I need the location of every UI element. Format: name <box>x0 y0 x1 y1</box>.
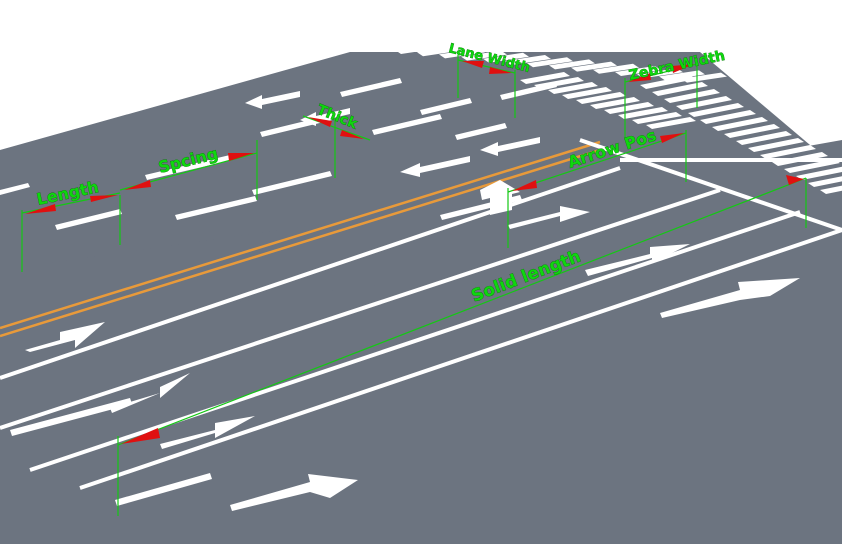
zebra-stripe <box>808 176 842 187</box>
dimension-arrow-icon <box>628 73 651 82</box>
zebra-stripe <box>590 97 640 109</box>
zebra-stripe <box>527 57 573 68</box>
zebra-stripe <box>618 107 668 119</box>
zebra-stripe <box>712 117 768 131</box>
zebra-stripe <box>784 159 840 173</box>
zebra-stripe <box>549 59 595 70</box>
lane-dashes-upper <box>0 78 557 230</box>
zebra-stripe <box>505 55 551 65</box>
zebra-stripe <box>724 124 780 138</box>
stop-line <box>579 138 842 232</box>
dimension-arrow-icon <box>340 130 364 139</box>
zebra-stripe <box>659 70 705 81</box>
dimension-arrow-icon <box>124 180 151 190</box>
zebra-stripe <box>483 52 529 63</box>
zebra-stripe <box>632 112 682 124</box>
zebra-stripe <box>760 145 816 159</box>
zebra-stripe <box>571 61 617 72</box>
zebra-crossing <box>395 44 842 194</box>
dimension-arrow-icon <box>672 64 694 73</box>
zebra-stripe <box>395 44 441 54</box>
road-edge-overlap <box>0 150 842 330</box>
dimension-arrow-icon <box>489 67 512 74</box>
zebra-stripe <box>664 89 720 103</box>
dimension-arrow-icon <box>660 133 684 143</box>
zebra-stripe <box>562 87 612 99</box>
dimension-arrow-icon <box>462 61 484 68</box>
zebra-stripe <box>576 92 626 104</box>
zebra-stripe <box>640 75 696 89</box>
zebra-stripe <box>646 117 696 129</box>
lane-arrows-main <box>25 180 800 511</box>
zebra-stripe <box>820 185 842 194</box>
zebra-stripe <box>796 166 842 180</box>
dimension-arrow-icon <box>308 117 332 127</box>
zebra-stripe <box>652 82 708 96</box>
zebra-stripe <box>748 138 804 152</box>
dimension-arrows <box>25 61 804 444</box>
zebra-stripe <box>681 72 727 83</box>
zebra-stripe <box>604 102 654 114</box>
dimension-arrow-icon <box>90 195 118 202</box>
dimension-arrow-icon <box>512 180 537 191</box>
zebra-stripe <box>548 82 598 94</box>
zebra-stripe <box>593 63 639 74</box>
zebra-stripe <box>688 103 744 117</box>
zebra-stripe <box>676 96 732 110</box>
zebra-stripe <box>417 46 463 57</box>
lane-arrows-upper <box>245 91 540 177</box>
zebra-stripe <box>700 110 756 124</box>
dimension-arrow-icon <box>25 204 56 214</box>
dimension-arrow-icon <box>228 153 254 161</box>
zebra-stripe <box>520 72 570 84</box>
zebra-stripe <box>615 66 661 76</box>
zebra-stripe <box>439 48 485 59</box>
dimension-arrow-icon <box>121 428 160 444</box>
zebra-stripe <box>461 50 507 61</box>
lane-boundaries-main <box>0 166 842 490</box>
zebra-stripe <box>736 131 792 145</box>
dimension-arrow-icon <box>786 175 804 185</box>
